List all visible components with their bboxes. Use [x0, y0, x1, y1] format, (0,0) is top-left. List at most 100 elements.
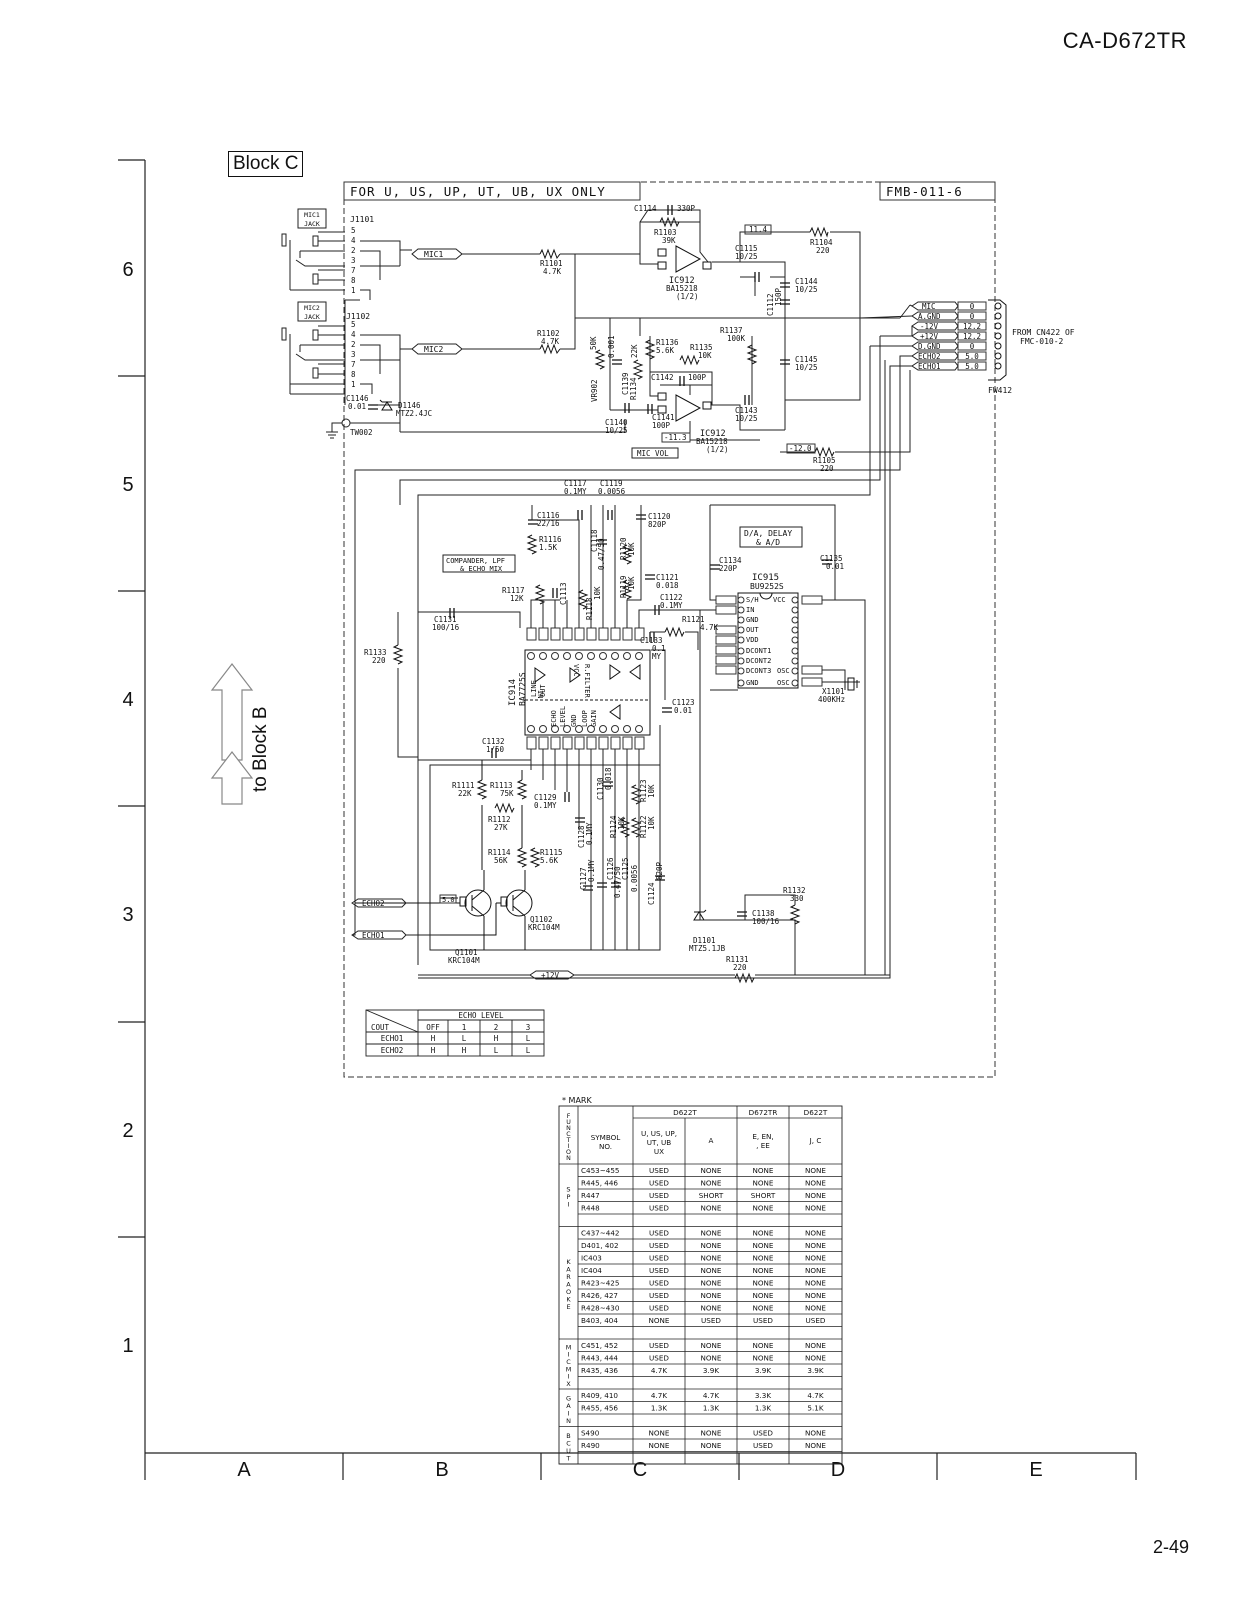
svg-text:C1113: C1113 [559, 582, 568, 605]
mark-table-cell: 1.3K [755, 1404, 771, 1413]
mark-table-cell: NONE [805, 1229, 826, 1238]
svg-text:C1132: C1132 [482, 737, 505, 746]
svg-text:D1146: D1146 [398, 401, 421, 410]
svg-text:10/25: 10/25 [735, 414, 758, 423]
mark-table-cell: NONE [805, 1354, 826, 1363]
mark-table-cell: USED [649, 1166, 669, 1175]
echo-net-labels [351, 898, 575, 980]
svg-text:L: L [462, 1034, 467, 1043]
connector-fw412 [988, 299, 1007, 381]
mark-table-cell: NONE [805, 1304, 826, 1313]
svg-text:OSC: OSC [777, 679, 790, 687]
mark-table-section-name: A [566, 1281, 571, 1289]
svg-text:8: 8 [351, 370, 356, 379]
row-label: 5 [122, 474, 133, 496]
svg-text:C1143: C1143 [735, 406, 758, 415]
mark-table-function-header: F [567, 1113, 571, 1120]
svg-text:R1122: R1122 [639, 815, 648, 838]
svg-text:R1111: R1111 [452, 781, 475, 790]
ic914-pin-row-bottom [526, 736, 645, 750]
svg-text:4.7K: 4.7K [543, 267, 562, 276]
mark-table-cell: NONE [805, 1291, 826, 1300]
svg-text:100P: 100P [688, 373, 707, 382]
svg-text:1: 1 [462, 1023, 467, 1032]
mark-table-cell: 4.7K [651, 1366, 667, 1375]
mark-table-symbol: IC403 [581, 1254, 602, 1263]
mark-table-cell: NONE [701, 1254, 722, 1263]
mark-table-section-name: I [568, 1373, 570, 1381]
mark-table-section-name: S [566, 1186, 570, 1194]
capacitor-c1123 [662, 707, 672, 713]
mark-table-section-name: C [566, 1358, 571, 1366]
mark-table-cell: USED [649, 1179, 669, 1188]
resistor-r1120 [621, 544, 633, 565]
svg-text:R1117: R1117 [502, 586, 525, 595]
mark-table-section-name: O [566, 1288, 571, 1296]
svg-text:R1118: R1118 [585, 597, 594, 620]
mic-vol-box [631, 447, 679, 459]
mark-table-symbol: D401, 402 [581, 1241, 619, 1250]
svg-text:COUT: COUT [371, 1023, 390, 1032]
mark-table-section-name: A [566, 1266, 571, 1274]
mark-table-cell: NONE [701, 1304, 722, 1313]
svg-text:MY: MY [652, 652, 662, 661]
mark-table-section-name: P [567, 1193, 571, 1201]
svg-text:R1116: R1116 [539, 535, 562, 544]
mark-table-caption: * MARK [562, 1096, 592, 1105]
svg-text:VDD: VDD [746, 636, 759, 644]
svg-text:0.47/50: 0.47/50 [613, 866, 622, 898]
svg-text:0.018: 0.018 [604, 767, 613, 790]
board-id-box [879, 181, 996, 201]
resistor-r1116 [526, 534, 538, 555]
mark-table-symbol: R409, 410 [581, 1391, 618, 1400]
plus12v-net: +12V [541, 971, 560, 980]
column-labels: A B C D E [237, 1459, 1042, 1481]
svg-text:4: 4 [351, 330, 356, 339]
mark-table-symbol: R490 [581, 1441, 600, 1450]
ic915-left-pin-boxes [715, 595, 737, 675]
mark-table-cell: NONE [701, 1354, 722, 1363]
da-delay-label-1: D/A, DELAY [744, 529, 792, 538]
svg-text:7: 7 [351, 266, 356, 275]
mark-table-cell: USED [649, 1304, 669, 1313]
svg-text:27K: 27K [494, 823, 508, 832]
mark-table-cell: NONE [753, 1229, 774, 1238]
svg-text:ECHO2: ECHO2 [918, 352, 941, 361]
svg-text:C1141: C1141 [652, 413, 675, 422]
mark-table-symbol: IC404 [581, 1266, 602, 1275]
mark-table-cell: NONE [805, 1204, 826, 1213]
row-label: 4 [122, 689, 133, 711]
j1101-pin-numbers: 5 4 2 3 7 8 1 [351, 226, 356, 295]
mark-table-section-name: I [568, 1201, 570, 1209]
echo1-wire [352, 903, 440, 936]
svg-text:10K: 10K [698, 351, 712, 360]
mark-table-function-header: U [566, 1119, 571, 1126]
svg-text:BA15218: BA15218 [696, 437, 728, 446]
ic915-wiring [699, 504, 866, 975]
crystal-x1101 [844, 677, 858, 691]
mark-table-cell: USED [806, 1316, 826, 1325]
capacitor-c1133 [649, 632, 655, 642]
svg-text:8: 8 [351, 276, 356, 285]
svg-text:12.2: 12.2 [963, 332, 981, 341]
resistor-r1119 [621, 579, 633, 600]
svg-text:2: 2 [351, 340, 356, 349]
mark-table-cell: USED [753, 1429, 773, 1438]
mark-table-section-name: K [566, 1296, 571, 1304]
svg-text:5: 5 [351, 320, 356, 329]
svg-text:D1101: D1101 [693, 936, 716, 945]
component-labels: C1114 330P R1103 39K R1104 220 C1115 10/… [346, 204, 845, 972]
svg-text:LEVEL: LEVEL [559, 706, 567, 727]
resistor-r1113 [516, 779, 528, 800]
svg-text:0.1MY: 0.1MY [587, 859, 596, 882]
svg-text:C1144: C1144 [795, 277, 818, 286]
svg-text:R1120: R1120 [619, 537, 628, 560]
svg-text:C1114: C1114 [634, 204, 657, 213]
svg-text:IN: IN [536, 690, 544, 698]
svg-text:330: 330 [790, 894, 804, 903]
svg-text:330P: 330P [677, 204, 696, 213]
ic915-right-pin-boxes [801, 595, 823, 687]
mark-table-section-name: B [566, 1432, 570, 1440]
svg-text:C1145: C1145 [795, 355, 818, 364]
svg-text:10K: 10K [627, 576, 636, 590]
